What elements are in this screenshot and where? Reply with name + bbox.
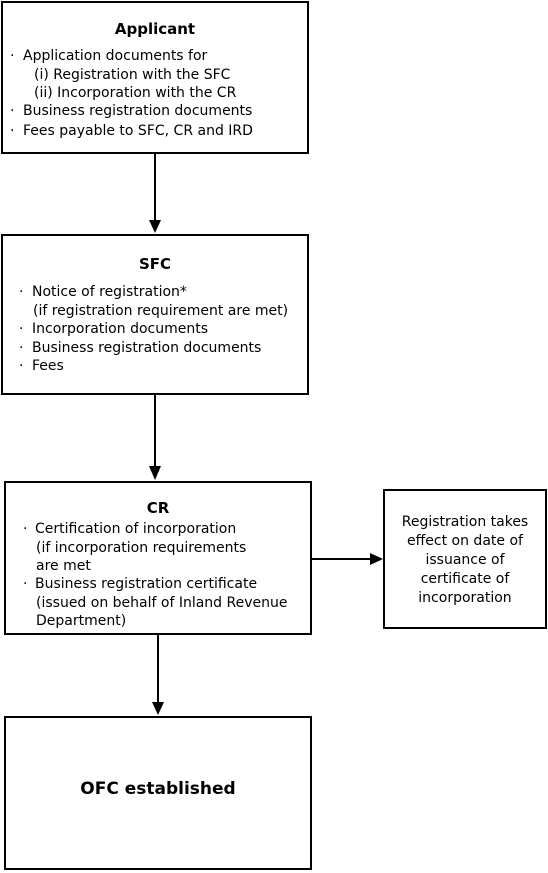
applicant-line-5: Fees payable to SFC, CR and IRD bbox=[23, 123, 253, 139]
applicant-line-3: (ii) Incorporation with the CR bbox=[34, 85, 237, 101]
arrowhead-icon bbox=[149, 466, 161, 480]
sfc-line-3: Incorporation documents bbox=[32, 321, 209, 337]
cr-line-5: (issued on behalf of Inland Revenue bbox=[36, 595, 288, 611]
ofc-established-box: OFC established bbox=[4, 716, 312, 870]
ofc-established-title: OFC established bbox=[80, 779, 236, 799]
sfc-title: SFC bbox=[138, 255, 172, 273]
bullet-icon: · bbox=[19, 340, 24, 356]
sfc-line-2: (if registration requirement are met) bbox=[33, 303, 289, 319]
applicant-box: Applicant · Application documents for (i… bbox=[1, 1, 309, 154]
registration-note-line-3: issuance of bbox=[425, 552, 505, 568]
arrowhead-icon bbox=[152, 702, 164, 715]
applicant-line-1: Application documents for bbox=[23, 48, 208, 64]
sfc-box: SFC · Notice of registration* (if regist… bbox=[1, 234, 309, 395]
bullet-icon: · bbox=[19, 358, 24, 374]
applicant-line-2: (i) Registration with the SFC bbox=[34, 67, 231, 83]
applicant-title: Applicant bbox=[114, 20, 196, 38]
bullet-icon: · bbox=[23, 521, 28, 537]
bullet-icon: · bbox=[10, 123, 15, 139]
cr-line-2: (if incorporation requirements bbox=[36, 540, 247, 556]
cr-box: CR · Certification of incorporation (if … bbox=[4, 481, 312, 635]
arrowhead-icon bbox=[370, 553, 383, 565]
cr-line-3: are met bbox=[36, 558, 91, 574]
cr-line-6: Department) bbox=[36, 613, 127, 629]
bullet-icon: · bbox=[23, 576, 28, 592]
registration-note-line-2: effect on date of bbox=[407, 533, 523, 549]
cr-title: CR bbox=[146, 499, 170, 517]
registration-note-box: Registration takes effect on date of iss… bbox=[383, 489, 547, 629]
cr-line-4: Business registration certificate bbox=[35, 576, 258, 592]
sfc-line-4: Business registration documents bbox=[32, 340, 262, 356]
bullet-icon: · bbox=[19, 284, 24, 300]
bullet-icon: · bbox=[19, 321, 24, 337]
bullet-icon: · bbox=[10, 103, 15, 119]
sfc-line-1: Notice of registration* bbox=[32, 284, 187, 300]
cr-line-1: Certification of incorporation bbox=[35, 521, 237, 537]
applicant-line-4: Business registration documents bbox=[23, 103, 253, 119]
arrowhead-icon bbox=[149, 220, 161, 233]
registration-note-line-4: certificate of bbox=[420, 571, 510, 587]
registration-note-line-5: incorporation bbox=[418, 590, 512, 606]
bullet-icon: · bbox=[10, 48, 15, 64]
sfc-line-5: Fees bbox=[32, 358, 64, 374]
registration-note-line-1: Registration takes bbox=[401, 514, 529, 530]
